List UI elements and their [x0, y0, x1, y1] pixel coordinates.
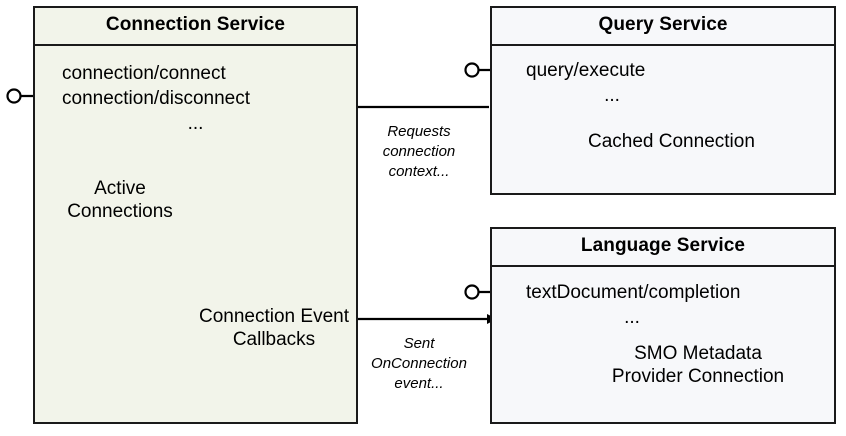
edge-label-sent-onconnection-event: Sent OnConnection event...	[371, 335, 467, 392]
language-service-title: Language Service	[492, 229, 834, 267]
connection-event-callbacks-label: Connection Event Callbacks	[199, 306, 349, 350]
connection-service-ellipsis: ...	[187, 113, 204, 134]
interface-connection-disconnect[interactable]: connection/disconnect	[62, 88, 251, 109]
active-connections-label: Active Connections	[67, 178, 173, 222]
connection-service-title: Connection Service	[35, 8, 356, 46]
language-service-ellipsis: ...	[624, 307, 640, 328]
node-language-service[interactable]: Language Service textDocument/completion…	[490, 227, 836, 424]
connection-service-body: connection/connect connection/disconnect…	[35, 46, 356, 422]
query-service-ellipsis: ...	[604, 85, 620, 106]
interface-textdocument-completion[interactable]: textDocument/completion	[526, 282, 741, 303]
smo-metadata-provider-connection-label: SMO Metadata Provider Connection	[611, 343, 785, 387]
language-service-body: textDocument/completion ... SMO Metadata…	[492, 267, 834, 422]
edge-label-requests-connection-context: Requests connection context...	[382, 123, 456, 180]
interface-query-execute[interactable]: query/execute	[526, 60, 646, 81]
node-connection-service[interactable]: Connection Service connection/connect co…	[33, 6, 358, 424]
cached-connection-label: Cached Connection	[588, 131, 755, 152]
interface-connection-connect[interactable]: connection/connect	[62, 63, 226, 84]
node-query-service[interactable]: Query Service query/execute ... Cached C…	[490, 6, 836, 195]
query-service-body: query/execute ... Cached Connection	[492, 46, 834, 193]
query-service-title: Query Service	[492, 8, 834, 46]
